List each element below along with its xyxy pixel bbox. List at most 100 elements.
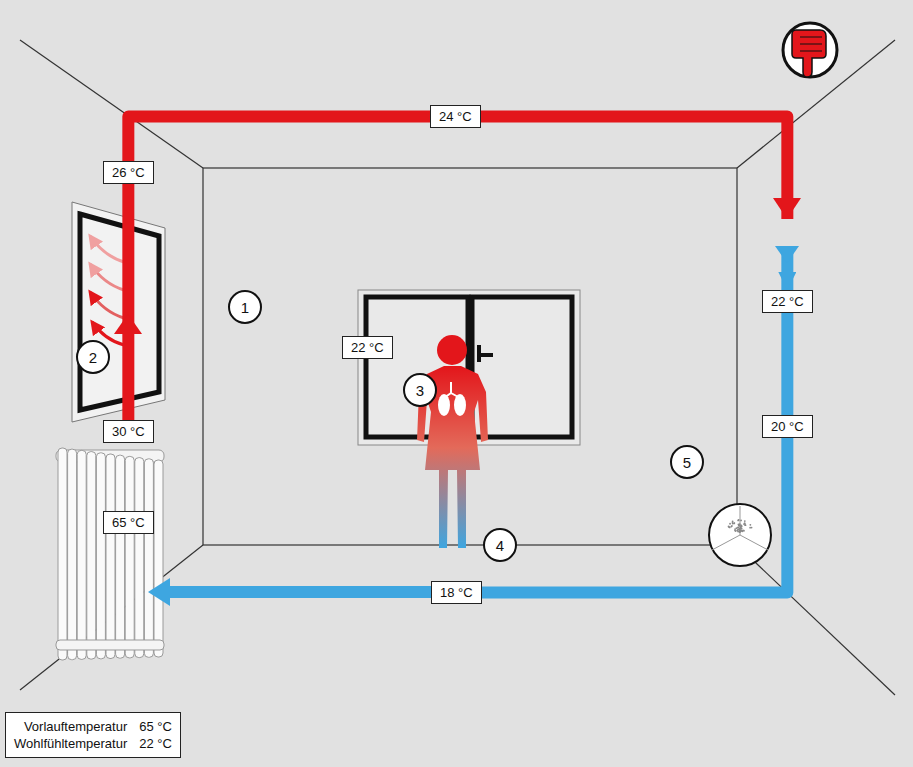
dust-corner-detail-part: [712, 506, 768, 550]
temperature-label: 22 °C: [342, 336, 393, 359]
airflow-connector: [481, 117, 788, 291]
radiator-part: [87, 452, 96, 659]
label-text: 65 °C: [139, 718, 172, 735]
thumbs-down-icon-part: [800, 37, 822, 51]
dust-corner-detail-part-part: [737, 527, 739, 529]
callout-number: 3: [403, 373, 437, 407]
dust-corner-detail-part: [728, 519, 753, 533]
dust-corner-detail-part-part: [736, 527, 738, 529]
room-edges-part: [737, 545, 895, 695]
temperature-label: 30 °C: [103, 420, 154, 443]
label-text: Vorlauftemperatur: [14, 718, 127, 735]
dust-corner-detail-part-part: [749, 527, 751, 529]
dust-corner-detail-part-part: [738, 525, 740, 527]
dust-corner-detail-part-part: [744, 522, 746, 524]
radiator-part: [56, 640, 164, 650]
dust-corner-detail-part-part: [738, 519, 740, 521]
airflow-connector: [122, 184, 134, 420]
temperature-label: 18 °C: [431, 581, 482, 604]
back-window-part: [477, 345, 481, 362]
label-text: Wohlfühltemperatur: [14, 735, 127, 752]
radiator-part: [68, 449, 77, 660]
dust-corner-detail-part-part: [734, 529, 736, 531]
side-window-part: [72, 202, 165, 422]
person-part: [437, 335, 467, 365]
radiator-part: [77, 450, 86, 659]
callout-number: 1: [228, 290, 262, 324]
radiator-part: [106, 454, 115, 659]
dust-corner-detail-part-part: [739, 531, 741, 533]
radiator-part: [135, 458, 144, 658]
label-text: 26 °C: [112, 165, 145, 180]
legend-box: Vorlauftemperatur 65 °C Wohlfühltemperatur…: [5, 712, 181, 758]
airflow-decoration-part: [114, 314, 142, 334]
dust-corner-detail-part-part: [728, 526, 730, 528]
airflow-decoration: [114, 198, 801, 606]
label-text: 22 °C: [771, 294, 804, 309]
heat-arrows-part: [90, 264, 124, 290]
airflow-connector: [128, 117, 430, 162]
airflow-connector: [781, 313, 793, 415]
heat-arrows-part: [90, 236, 124, 262]
dust-corner-detail-part-part: [731, 525, 733, 527]
dust-corner-detail-part-part: [743, 530, 745, 532]
temperature-label: 24 °C: [430, 105, 481, 128]
dust-corner-detail-part: [709, 504, 771, 566]
label-text: 22 °C: [139, 735, 172, 752]
radiator-part: [96, 453, 105, 659]
callout-number: 2: [76, 340, 110, 374]
radiator-part: [154, 460, 163, 657]
dust-corner-detail-part-part: [744, 520, 746, 522]
dust-corner-detail-part-part: [739, 531, 741, 533]
dust-corner-detail-part-part: [741, 525, 743, 527]
side-window: [72, 202, 165, 422]
thumbs-down-icon-part: [783, 23, 837, 77]
dust-corner-detail-part-part: [740, 526, 742, 528]
label-text: 20 °C: [771, 419, 804, 434]
dust-corner-detail-part-part: [728, 526, 730, 528]
dust-corner-detail-part-part: [739, 531, 741, 533]
airflow-decoration-part: [775, 246, 799, 263]
dust-corner-detail-part-part: [738, 524, 740, 526]
dust-corner-detail-part-part: [739, 528, 741, 530]
temperature-label: 65 °C: [103, 511, 154, 534]
room-edges-part: [20, 40, 203, 168]
callout-text: 1: [241, 299, 249, 316]
label-text: 65 °C: [112, 515, 145, 530]
dust-corner-detail-part-part: [740, 520, 742, 522]
dust-corner-detail-part-part: [732, 523, 734, 525]
room-edges-part: [203, 168, 737, 545]
dust-corner-detail-part-part: [741, 530, 743, 532]
dust-corner-detail-part-part: [735, 530, 737, 532]
side-window-part: [80, 214, 159, 410]
label-text: 18 °C: [440, 585, 473, 600]
radiator: [56, 448, 164, 660]
thumbs-down-icon: [783, 23, 837, 77]
dust-corner-detail-part-part: [730, 526, 732, 528]
room-edges: [20, 40, 895, 695]
temperature-label: 26 °C: [103, 161, 154, 184]
dust-corner-detail-part-part: [741, 526, 743, 528]
callout-text: 3: [416, 382, 424, 399]
radiator-part: [58, 448, 67, 660]
dust-corner-detail-part-part: [740, 525, 742, 527]
dust-corner-detail-part-part: [732, 521, 734, 523]
airflow-decoration-part: [773, 198, 801, 219]
heat-arrows-part: [90, 292, 124, 318]
person-part: [438, 394, 450, 416]
radiator-part: [125, 456, 134, 658]
airflow-connectors-part: [128, 117, 787, 593]
airflow-decoration-part: [148, 578, 170, 606]
person-part: [454, 394, 466, 416]
dust-corner-detail-part-part: [729, 523, 731, 525]
label-text: 24 °C: [439, 109, 472, 124]
dust-corner-detail-part-part: [740, 524, 742, 526]
airflow-decoration-part: [776, 219, 798, 246]
callout-number: 4: [483, 528, 517, 562]
thumbs-down-icon-part: [792, 30, 826, 77]
radiator-part: [116, 455, 125, 658]
dust-corner-detail-part-part: [749, 524, 751, 526]
dust-corner-detail-part-part: [744, 523, 746, 525]
dust-corner-detail-part-part: [737, 531, 739, 533]
